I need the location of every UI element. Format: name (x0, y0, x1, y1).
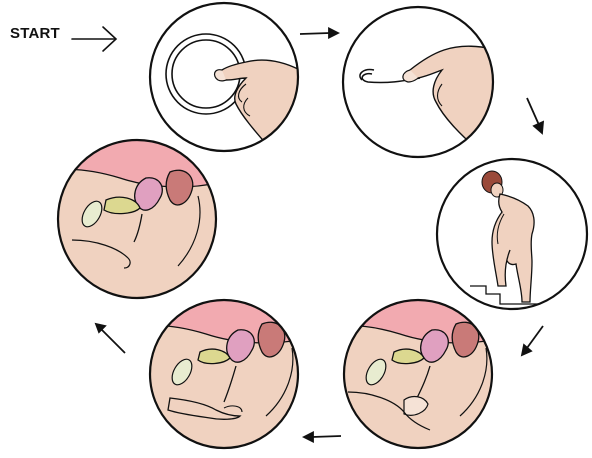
start-arrow-icon (72, 27, 116, 51)
step-1-hold-ring-circle (150, 3, 310, 160)
step-5-push-ring-circle (146, 300, 306, 448)
step-2-squeeze-ring-circle (343, 7, 500, 160)
arrow-step2-to-step3-icon (527, 98, 543, 133)
arrow-step3-to-step4-icon (522, 326, 543, 355)
arrow-step5-to-step6-icon (96, 324, 125, 353)
step-4-insert-ring-circle (340, 300, 500, 448)
step-3-position-body-circle (437, 159, 587, 309)
arrow-step4-to-step5-icon (304, 433, 341, 442)
arrow-step1-to-step2-icon (300, 29, 338, 38)
step-6-ring-in-place-circle (58, 140, 220, 298)
